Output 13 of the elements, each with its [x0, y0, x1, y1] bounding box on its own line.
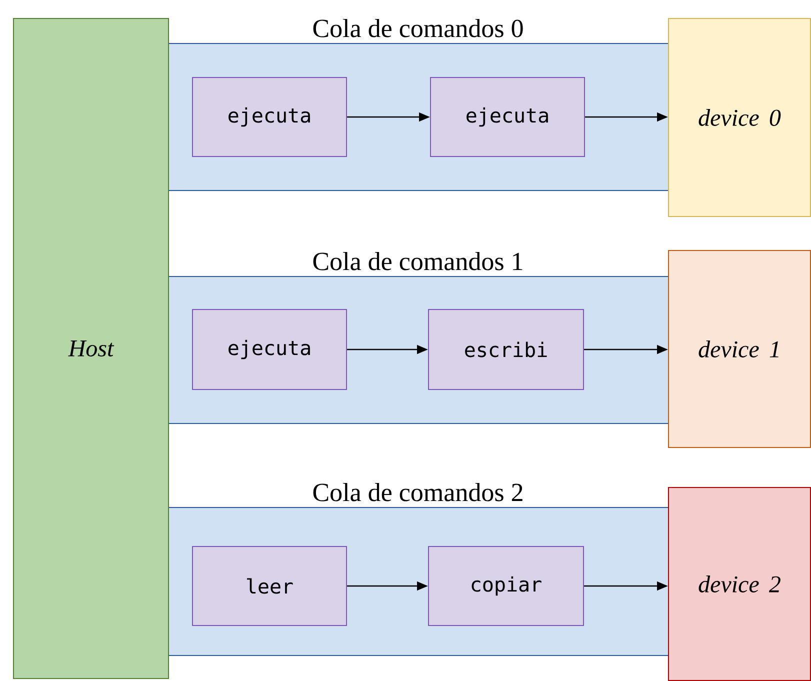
command-box: ejecuta: [192, 309, 347, 390]
command-box: ejecuta: [430, 77, 585, 157]
command-box: escribi: [428, 309, 584, 390]
command-box: copiar: [428, 546, 584, 626]
queue-heading: Cola de comandos 2: [313, 482, 522, 502]
command-box: leer: [192, 546, 347, 626]
device-box: device 0: [668, 18, 811, 217]
command-box: ejecuta: [192, 77, 347, 157]
device-box: device 2: [668, 487, 811, 681]
queue-heading: Cola de comandos 0: [313, 18, 523, 38]
host-box: Host: [13, 18, 169, 679]
device-box: device 1: [668, 250, 811, 448]
queue-heading: Cola de comandos 1: [313, 252, 522, 270]
